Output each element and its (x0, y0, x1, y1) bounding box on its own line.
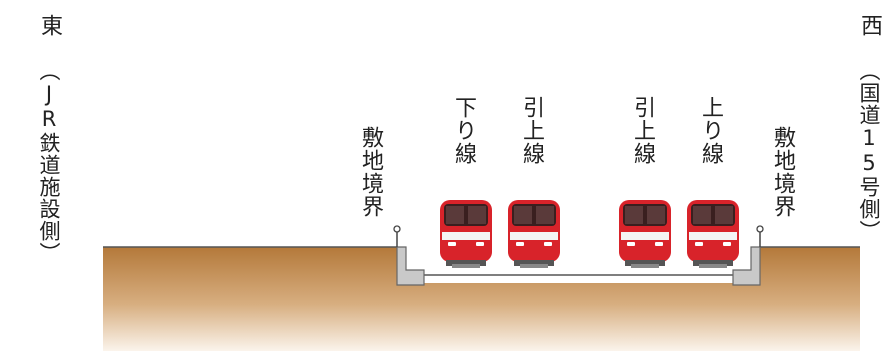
train-down-line (440, 200, 492, 268)
track-label-siding-1: 引上線 (519, 96, 544, 165)
train-siding-2 (619, 200, 671, 268)
boundary-label-right: 敷地境界 (770, 126, 795, 218)
retaining-wall-left (396, 246, 425, 286)
east-label: 東 (37, 14, 62, 37)
retaining-wall-right (732, 246, 761, 286)
boundary-label-left: 敷地境界 (358, 126, 383, 218)
east-sub-label: （JR鉄道施設側） (37, 60, 61, 264)
west-label: 西 (857, 14, 882, 37)
ground-surface-line (103, 246, 860, 276)
track-label-up: 上り線 (698, 96, 723, 165)
train-up-line (687, 200, 739, 268)
train-siding-1 (508, 200, 560, 268)
track-label-down: 下り線 (451, 96, 476, 165)
west-sub-label: （国道15号側） (857, 60, 881, 242)
track-label-siding-2: 引上線 (630, 96, 655, 165)
soil (103, 247, 860, 351)
